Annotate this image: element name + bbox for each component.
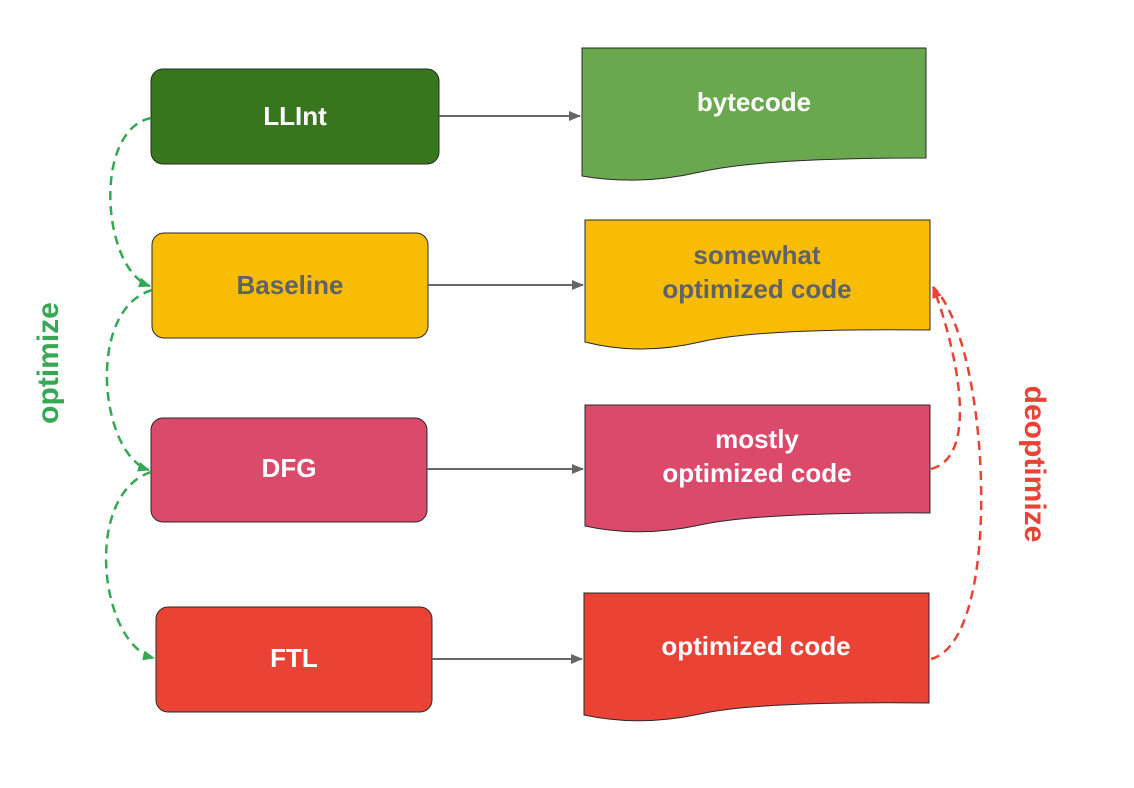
optimize-arrow-dfg-ftl — [104, 470, 155, 661]
optimized-doc — [583, 592, 930, 722]
somewhat-optimized-doc — [584, 219, 931, 350]
deoptimize-arrow-dfg — [930, 286, 962, 471]
dfg-label: DFG — [262, 453, 317, 483]
bytecode-label: bytecode — [697, 87, 811, 117]
somewhat-label: somewhat — [693, 240, 820, 270]
mostly-label: mostly — [715, 424, 799, 454]
llint-label: LLInt — [263, 101, 327, 131]
deoptimize-arrow-ftl — [930, 286, 983, 661]
ftl-label: FTL — [270, 643, 318, 673]
optimized-code-label: optimized code — [661, 631, 850, 661]
optimize-arrow-llint-baseline — [109, 116, 152, 288]
deoptimize-label: deoptimize — [1018, 386, 1051, 543]
mostly-optimized-doc — [584, 404, 931, 533]
mostly-optimized-code-label: optimized code — [662, 458, 851, 488]
somewhat-optimized-code-label: optimized code — [662, 274, 851, 304]
optimize-label: optimize — [32, 302, 65, 424]
baseline-label: Baseline — [237, 270, 344, 300]
optimize-arrow-baseline-dfg — [105, 288, 153, 472]
bytecode-doc — [581, 47, 927, 181]
